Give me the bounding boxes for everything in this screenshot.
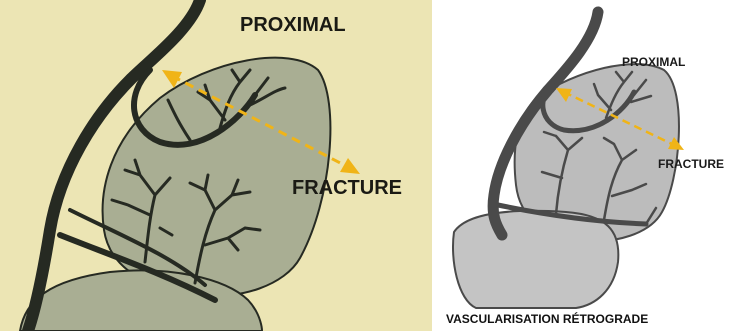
proximal-label: PROXIMAL — [622, 55, 685, 69]
caption-vascularisation: VASCULARISATION RÉTROGRADE — [446, 311, 648, 326]
right-illustration-panel: PROXIMAL FRACTURE VASCULARISATION RÉTROG… — [436, 0, 741, 331]
proximal-label: PROXIMAL — [240, 14, 346, 36]
left-diagram: PROXIMAL FRACTURE — [0, 0, 432, 331]
fracture-label: FRACTURE — [292, 177, 402, 199]
fracture-label: FRACTURE — [658, 157, 724, 171]
right-diagram: PROXIMAL FRACTURE VASCULARISATION RÉTROG… — [436, 0, 741, 331]
bone-distal — [453, 211, 618, 308]
left-illustration-panel: PROXIMAL FRACTURE — [0, 0, 432, 331]
